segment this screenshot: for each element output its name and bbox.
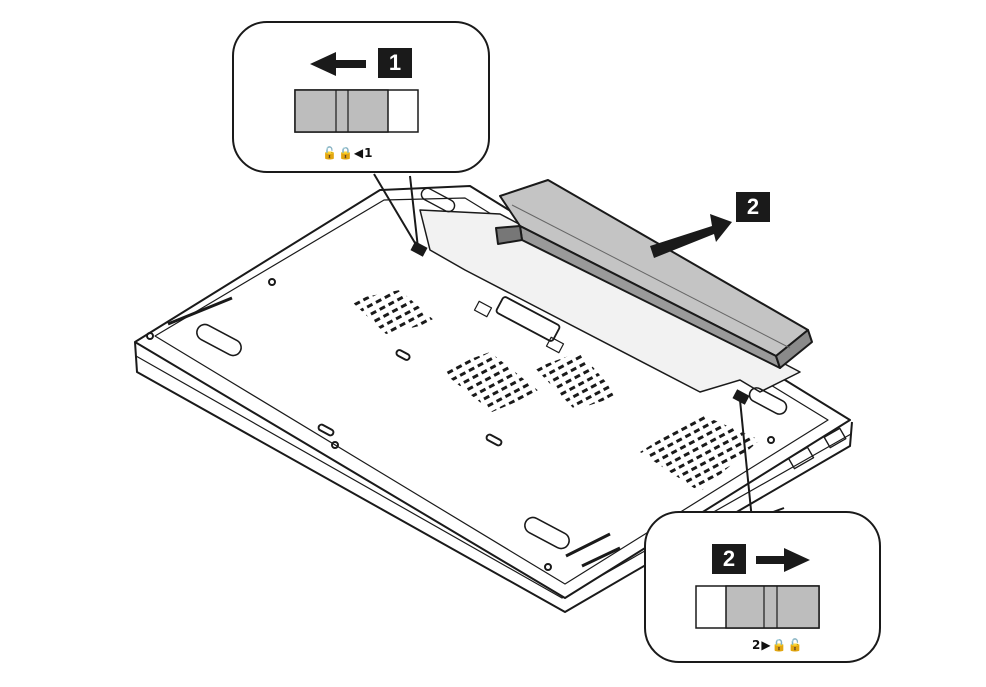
main-step-2-badge: 2 [736, 192, 770, 222]
vent-grilles [350, 290, 760, 492]
arrow-left-icon [310, 52, 366, 76]
latch-slider-1 [294, 89, 419, 133]
latch-icon [732, 389, 750, 405]
step-1-badge: 1 [378, 48, 412, 78]
lock-label-2: 2▶🔒🔓 [752, 638, 804, 652]
latch-slider-2 [695, 585, 820, 629]
battery-icon [495, 179, 813, 369]
latch-icon [410, 241, 428, 257]
step-2-badge: 2 [712, 544, 746, 574]
lock-label-1: 🔓🔒◀1 [322, 146, 374, 160]
arrow-right-icon [756, 548, 810, 572]
arrow-right-icon [650, 214, 732, 258]
